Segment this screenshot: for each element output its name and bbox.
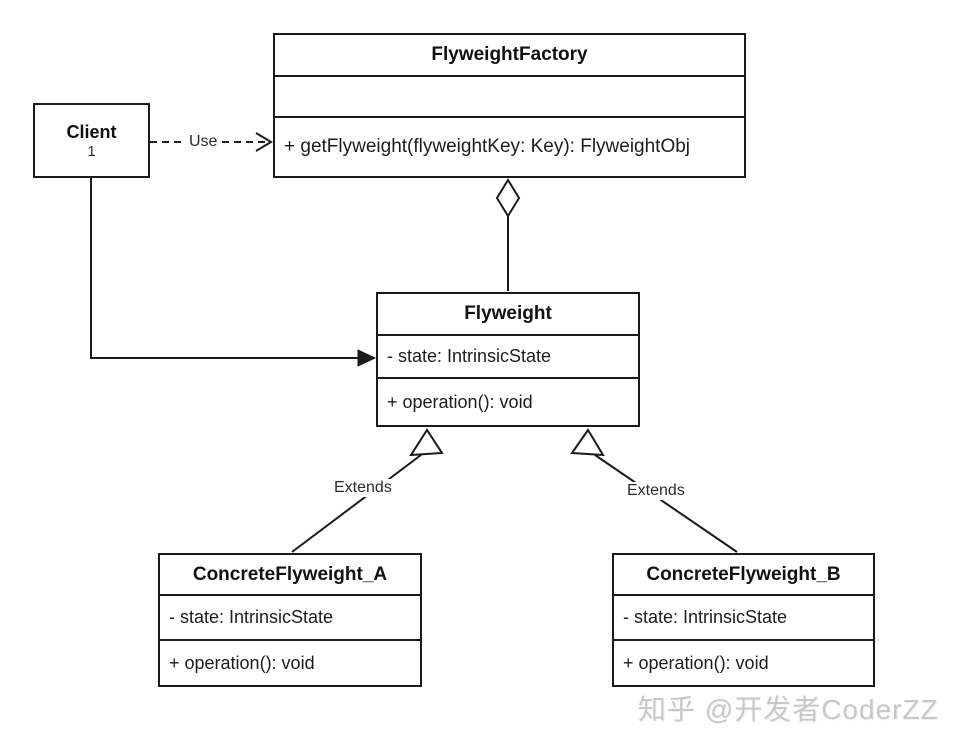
aggregation-connector — [495, 178, 521, 291]
edge-label-use: Use — [186, 133, 221, 151]
class-box-flyweight: Flyweight - state: IntrinsicState + oper… — [376, 292, 640, 427]
class-method-concrete-b-operation: + operation(): void — [614, 639, 873, 685]
watermark-text: 知乎 @开发者CoderZZ — [638, 694, 939, 725]
class-title-flyweight-factory: FlyweightFactory — [431, 44, 588, 65]
client-multiplicity: 1 — [87, 142, 96, 160]
class-method-concrete-a-operation: + operation(): void — [160, 639, 420, 685]
edge-label-extends-a: Extends — [331, 479, 395, 497]
class-attributes-flyweight-factory — [275, 75, 744, 116]
class-title-concrete-flyweight-a: ConcreteFlyweight_A — [192, 563, 388, 585]
edge-label-extends-b: Extends — [624, 482, 688, 500]
class-attribute-concrete-a-state: - state: IntrinsicState — [160, 594, 420, 639]
class-method-flyweight-operation: + operation(): void — [378, 377, 638, 425]
class-title-concrete-flyweight-b: ConcreteFlyweight_B — [646, 563, 841, 585]
class-box-concrete-flyweight-a: ConcreteFlyweight_A - state: IntrinsicSt… — [158, 553, 422, 687]
class-box-client: Client 1 — [33, 103, 150, 178]
class-attribute-concrete-b-state: - state: IntrinsicState — [614, 594, 873, 639]
aggregation-diamond — [495, 178, 521, 218]
class-box-flyweight-factory: FlyweightFactory + getFlyweight(flyweigh… — [273, 33, 746, 178]
class-box-concrete-flyweight-b: ConcreteFlyweight_B - state: IntrinsicSt… — [612, 553, 875, 687]
class-title-flyweight: Flyweight — [464, 303, 552, 324]
class-method-get-flyweight: + getFlyweight(flyweightKey: Key): Flywe… — [275, 116, 744, 176]
class-attribute-flyweight-state: - state: IntrinsicState — [378, 334, 638, 377]
class-title-client: Client — [66, 121, 117, 142]
client-flyweight-association-arrow — [90, 178, 377, 367]
